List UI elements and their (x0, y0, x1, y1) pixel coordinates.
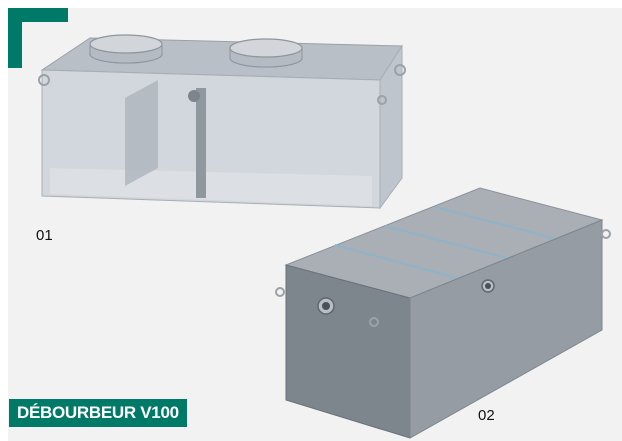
transparent-tank-illustration (38, 34, 406, 210)
figure-label-02: 02 (478, 407, 495, 424)
corner-bracket-icon (8, 8, 68, 68)
figure-label-01: 01 (36, 227, 53, 244)
product-title-badge: DÉBOURBEUR V100 (9, 399, 187, 427)
closed-tank-illustration (275, 187, 611, 439)
